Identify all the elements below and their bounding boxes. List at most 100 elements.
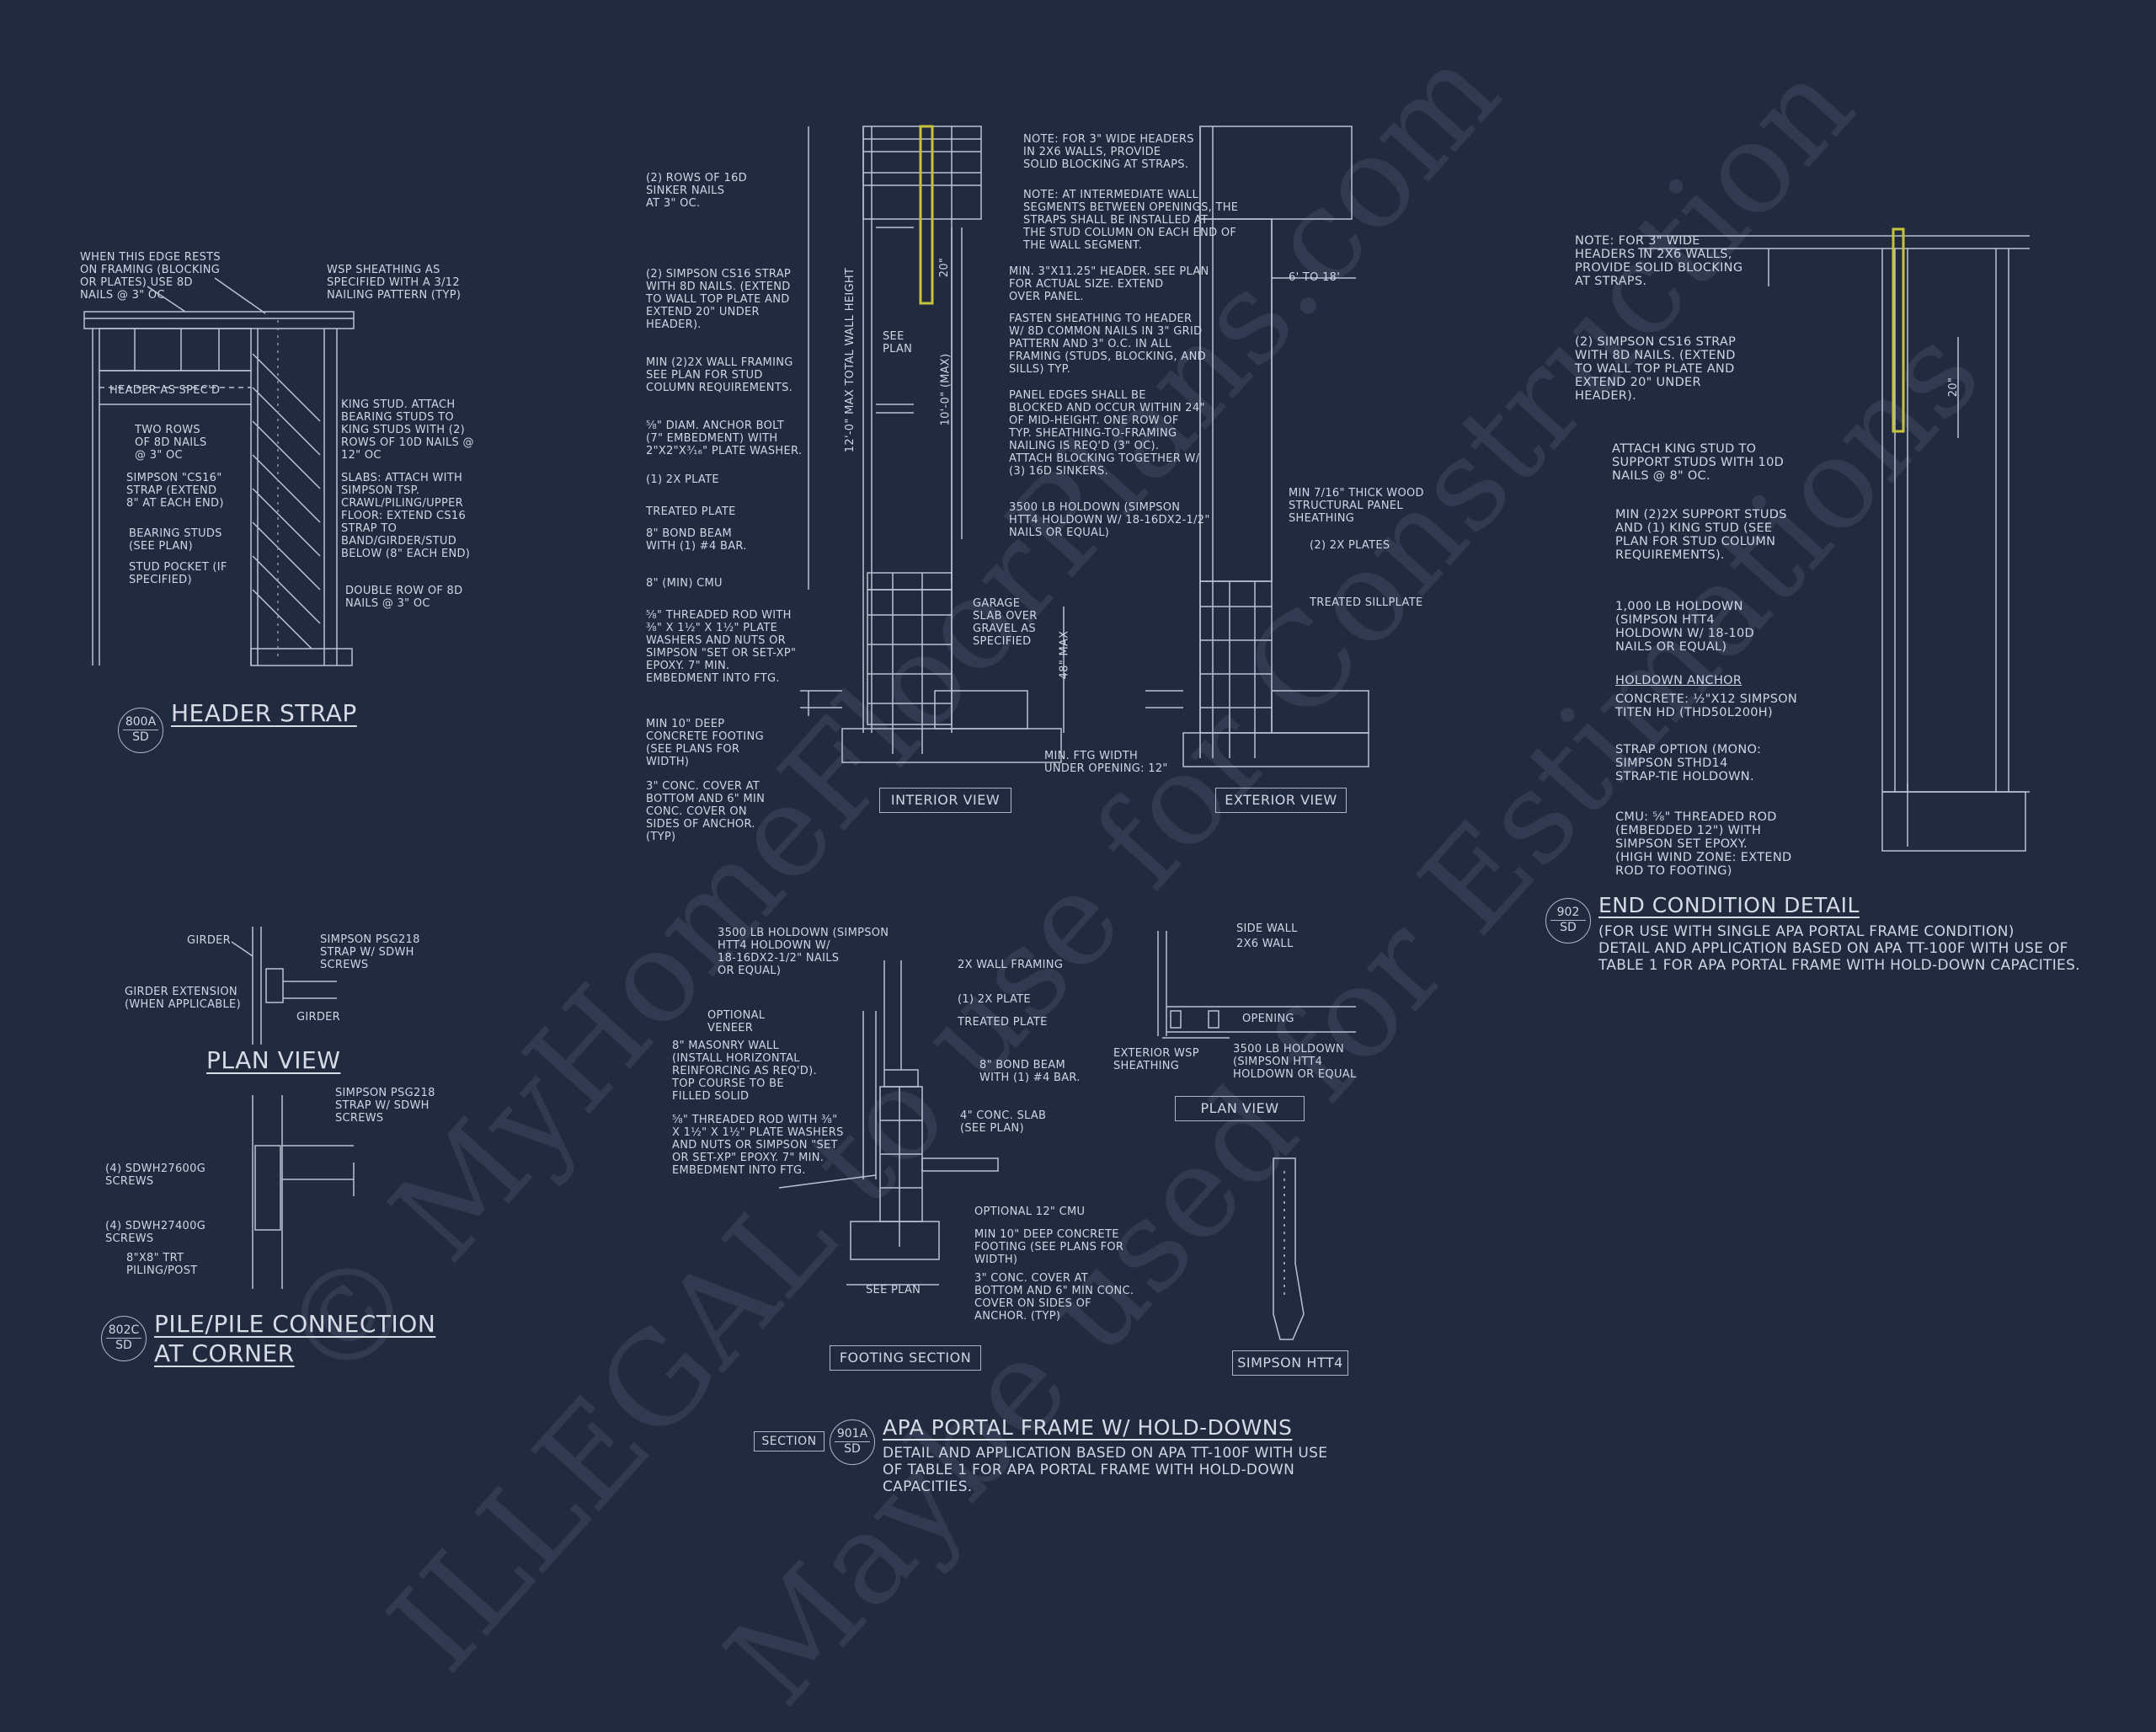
- label-section: SECTION: [754, 1431, 825, 1451]
- subtitle-end-condition: (FOR USE WITH SINGLE APA PORTAL FRAME CO…: [1598, 923, 2080, 974]
- note-panel-edges: PANEL EDGES SHALL BE BLOCKED AND OCCUR W…: [1009, 389, 1205, 478]
- note-king: KING STUD. ATTACH BEARING STUDS TO KING …: [341, 398, 474, 462]
- note-ec-support: MIN (2)2X SUPPORT STUDS AND (1) KING STU…: [1615, 508, 1787, 562]
- note-fs-rod: ⅝" THREADED ROD WITH ⅜" x 1½" x 1½" PLAT…: [672, 1114, 844, 1177]
- callout-bubble-800a: 800A SD: [118, 708, 163, 753]
- note-fs-cmu: OPTIONAL 12" CMU: [974, 1205, 1086, 1218]
- dim-ec-twenty: 20": [1947, 377, 1961, 398]
- dim-ten-max: 10'-0" (MAX): [939, 353, 953, 426]
- note-wsp: WSP SHEATHING AS SPECIFIED WITH A 3/12 N…: [327, 264, 462, 302]
- note-fs-veneer: OPTIONAL VENEER: [707, 1009, 766, 1034]
- note-simpson-cs16: SIMPSON "CS16" STRAP (EXTEND 8" AT EACH …: [126, 472, 224, 510]
- note-fs-plate: (1) 2x PLATE: [958, 993, 1031, 1006]
- pile-drawing: [252, 1095, 355, 1289]
- footing-section-drawing: [778, 960, 999, 1286]
- dim-see-plan: SEE PLAN: [883, 330, 913, 355]
- title-plan-view: PLAN VIEW: [206, 1046, 341, 1074]
- note-min-ftg: MIN. FTG WIDTH UNDER OPENING: 12": [1044, 750, 1168, 775]
- note-ec-3in: NOTE: FOR 3" WIDE HEADERS IN 2x6 WALLS, …: [1575, 234, 1743, 288]
- note-cmu: 8" (MIN) CMU: [646, 577, 723, 590]
- note-double-row: DOUBLE ROW OF 8d NAILS @ 3" OC: [345, 585, 463, 610]
- note-2x6-wall: 2x6 WALL: [1236, 938, 1294, 950]
- callout-bubble-901a: 901A SD: [830, 1419, 875, 1465]
- note-wall-framing: MIN (2)2X WALL FRAMING SEE PLAN FOR STUD…: [646, 356, 793, 394]
- note-3in-headers: NOTE: FOR 3" WIDE HEADERS IN 2x6 WALLS, …: [1023, 133, 1194, 171]
- note-header: HEADER AS SPEC'D: [109, 384, 221, 397]
- note-fs-treated: TREATED PLATE: [958, 1016, 1048, 1029]
- label-exterior-view: EXTERIOR VIEW: [1215, 788, 1347, 813]
- note-cover: 3" CONC. COVER AT BOTTOM AND 6" MIN CONC…: [646, 780, 766, 843]
- htt4-drawing: [1273, 1157, 1305, 1340]
- note-bond-beam: 8" BOND BEAM WITH (1) #4 BAR.: [646, 527, 747, 553]
- note-fs-bond: 8" BOND BEAM WITH (1) #4 BAR.: [979, 1059, 1081, 1084]
- label-simpson-htt4: SIMPSON HTT4: [1232, 1350, 1348, 1376]
- label-small-plan-view: PLAN VIEW: [1175, 1096, 1305, 1121]
- note-girder-2: GIRDER: [296, 1011, 340, 1024]
- dim-twenty: 20": [938, 257, 952, 278]
- callout-bubble-802c: 802C SD: [101, 1316, 147, 1361]
- note-fs-slab: 4" CONC. SLAB (SEE PLAN): [960, 1109, 1047, 1135]
- note-fs-see-plan: SEE PLAN: [866, 1284, 921, 1296]
- portal-exterior-drawing: [1145, 126, 1369, 767]
- note-fs-cover: 3" CONC. COVER AT BOTTOM AND 6" MIN CONC…: [974, 1272, 1134, 1323]
- note-min-header: MIN. 3"x11.25" HEADER. SEE PLAN FOR ACTU…: [1009, 265, 1209, 303]
- note-two-rows: TWO ROWS OF 8d NAILS @ 3" OC: [135, 424, 207, 462]
- note-side-wall: SIDE WALL: [1236, 922, 1298, 935]
- note-psg218: SIMPSON PSG218 STRAP W/ SDWH SCREWS: [320, 933, 420, 971]
- label-footing-section: FOOTING SECTION: [830, 1345, 981, 1371]
- callout-bubble-902: 902 SD: [1545, 898, 1591, 944]
- note-fasten: FASTEN SHEATHING TO HEADER W/ 8d COMMON …: [1009, 313, 1206, 376]
- note-sdwh27600: (4) SDWH27600G SCREWS: [105, 1163, 206, 1188]
- note-2x-plates: (2) 2x PLATES: [1310, 539, 1390, 552]
- note-fs-framing: 2X WALL FRAMING: [958, 959, 1064, 971]
- note-osb: MIN 7/16" THICK WOOD STRUCTURAL PANEL SH…: [1289, 487, 1424, 525]
- note-ec-cs16: (2) SIMPSON CS16 STRAP WITH 8d NAILS. (E…: [1575, 335, 1737, 403]
- note-treated-plate: TREATED PLATE: [646, 505, 736, 518]
- note-girder: GIRDER: [187, 934, 231, 947]
- note-2x-plate: (1) 2x PLATE: [646, 473, 719, 486]
- note-fs-masonry: 8" MASONRY WALL (INSTALL HORIZONTAL REIN…: [672, 1040, 817, 1103]
- note-ec-strap: STRAP OPTION (MONO: SIMPSON STHD14 STRAP…: [1615, 743, 1762, 783]
- label-interior-view: INTERIOR VIEW: [879, 788, 1011, 813]
- title-header-strap: HEADER STRAP: [171, 699, 357, 727]
- end-condition-drawing: [1638, 227, 2030, 852]
- note-ec-concrete: CONCRETE: ½"x12 SIMPSON TITEN HD (THD50l…: [1615, 692, 1798, 719]
- note-garage-slab: GARAGE SLAB OVER GRAVEL AS SPECIFIED: [973, 597, 1038, 648]
- note-threaded-rod: ⅝" THREADED ROD WITH ⅜" x 1½" x 1½" PLAT…: [646, 609, 797, 685]
- note-ec-cmu: CMU: ⅝" THREADED ROD (EMBEDDED 12") WITH…: [1615, 810, 1792, 878]
- note-pocket: STUD POCKET (IF SPECIFIED): [129, 561, 227, 586]
- note-fs-footing: MIN 10" DEEP CONCRETE FOOTING (SEE PLANS…: [974, 1228, 1124, 1266]
- note-intermediate: NOTE: AT INTERMEDIATE WALL SEGMENTS BETW…: [1023, 189, 1239, 252]
- header-strap-drawing: [83, 277, 355, 666]
- note-sdwh27400: (4) SDWH27400G SCREWS: [105, 1220, 206, 1245]
- note-cs16-strap: (2) SIMPSON CS16 STRAP WITH 8d NAILS. (E…: [646, 268, 792, 331]
- note-bearing: BEARING STUDS (SEE PLAN): [129, 527, 222, 553]
- note-holdown-3500: 3500 LB HOLDOWN (SIMPSON HTT4 HOLDOWN W/…: [1009, 501, 1210, 539]
- note-sp-holdown: 3500 LB HOLDOWN (SIMPSON HTT4 HOLDOWN OR…: [1233, 1043, 1357, 1081]
- note-fs-holdown: 3500 LB HOLDOWN (SIMPSON HTT4 HOLDOWN W/…: [718, 927, 889, 977]
- title-end-condition: END CONDITION DETAIL: [1598, 893, 1860, 917]
- dim-total-wall-height: 12'-0" MAX TOTAL WALL HEIGHT: [844, 267, 857, 453]
- note-pile-psg218: SIMPSON PSG218 STRAP W/ SDWH SCREWS: [335, 1087, 435, 1125]
- note-footing: MIN 10" DEEP CONCRETE FOOTING (SEE PLANS…: [646, 718, 764, 768]
- girder-plan-drawing: [231, 927, 337, 1045]
- small-plan-drawing: [1157, 931, 1356, 1039]
- note-ec-king: ATTACH KING STUD TO SUPPORT STUDS WITH 1…: [1612, 442, 1785, 483]
- note-edge: WHEN THIS EDGE RESTS ON FRAMING (BLOCKIN…: [80, 251, 221, 302]
- title-pile-1: PILE/PILE CONNECTION: [154, 1310, 436, 1338]
- note-sinker: (2) ROWS OF 16d SINKER NAILS AT 3" OC.: [646, 172, 747, 210]
- note-ec-anchor-head: HOLDOWN ANCHOR: [1615, 674, 1742, 687]
- subtitle-apa-portal: DETAIL AND APPLICATION BASED ON APA TT-1…: [883, 1445, 1328, 1495]
- note-slabs: SLABS: ATTACH WITH SIMPSON TSP. CRAWL/PI…: [341, 472, 471, 560]
- note-girder-extension: GIRDER EXTENSION (WHEN APPLICABLE): [125, 986, 241, 1011]
- portal-interior-drawing: [800, 125, 1065, 763]
- note-anchor-bolt: ⅝" DIAM. ANCHOR BOLT (7" EMBEDMENT) WITH…: [646, 420, 803, 457]
- note-ext-wsp: EXTERIOR WSP SHEATHING: [1113, 1047, 1199, 1072]
- note-treated-sillplate: TREATED SILLPLATE: [1310, 596, 1423, 609]
- dim-six-to-eighteen: 6' TO 18': [1289, 271, 1341, 284]
- note-ec-holdown: 1,000 LB HOLDOWN (SIMPSON HTT4 HOLDOWN W…: [1615, 600, 1754, 654]
- dim-forty-eight: 48" MAX: [1058, 630, 1071, 680]
- linework: [83, 125, 2030, 1340]
- note-piling: 8"x8" TRT PILING/POST: [126, 1252, 198, 1277]
- drawing-sheet: © MyHomeFloorPlans.com ILLEGAL to use fo…: [80, 19, 2080, 1732]
